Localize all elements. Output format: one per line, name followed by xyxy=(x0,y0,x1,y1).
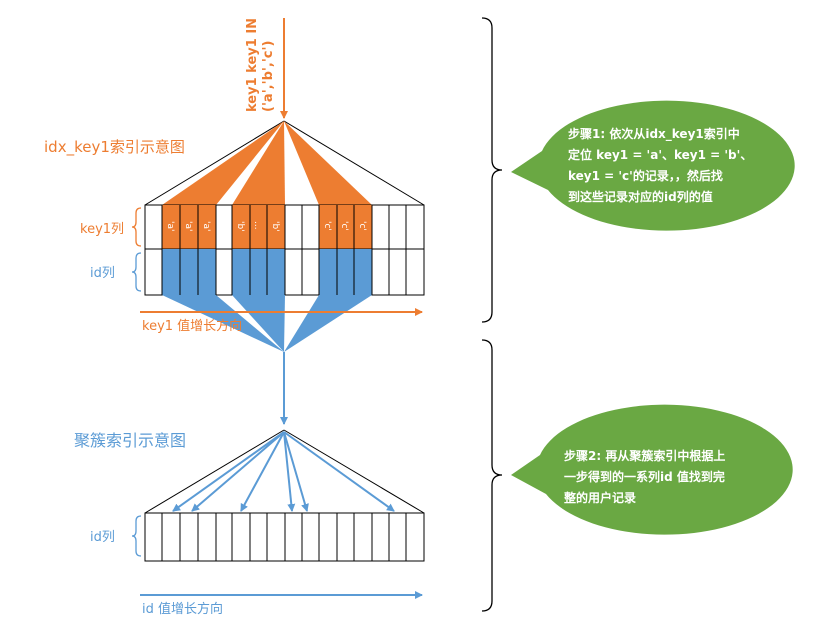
key1-cell-b2 xyxy=(250,205,267,249)
key1-value-5: ... xyxy=(252,221,262,230)
step1-line2: 定位 key1 = 'a'、key1 = 'b'、 xyxy=(568,147,752,162)
query-text-line1: key1 key1 IN xyxy=(245,18,260,112)
key1-cell-c3 xyxy=(354,205,372,249)
step1-line4: 到这些记录对应的id列的值 xyxy=(568,189,713,204)
id-column-label-bottom: id列 xyxy=(90,530,115,545)
key1-cell-a1 xyxy=(162,205,180,249)
funnel-a xyxy=(162,295,284,352)
clustered-edge-left xyxy=(144,429,285,514)
step2-line1: 步骤2: 再从聚簇索引中根据上 xyxy=(564,448,725,463)
clustered-index-title: 聚簇索引示意图 xyxy=(74,431,186,450)
key1-value-6: 'b' xyxy=(270,221,280,232)
step2-bubble xyxy=(511,404,793,535)
key1-cell-a3 xyxy=(198,205,216,249)
id-row-clustered xyxy=(144,512,425,562)
fan-c xyxy=(284,121,372,205)
step1-brace xyxy=(481,17,503,323)
fan-b xyxy=(232,121,285,205)
key1-row xyxy=(144,204,425,250)
tree-edge-left xyxy=(144,120,285,206)
id-growth-label: id 值增长方向 xyxy=(142,601,223,617)
key1-cell-b1 xyxy=(232,205,250,249)
key1-column-label: key1列 xyxy=(80,222,124,237)
key1-cell-b3 xyxy=(267,205,285,249)
key1-value-7: 'c' xyxy=(322,221,332,231)
key1-cell-c1 xyxy=(319,205,337,249)
id-column-label-top: id列 xyxy=(90,266,115,281)
step2-brace xyxy=(481,339,503,612)
key1-cell-a2 xyxy=(180,205,198,249)
fan-a xyxy=(162,121,284,205)
key1-brace xyxy=(131,207,142,247)
step1-line1: 步骤1: 依次从idx_key1索引中 xyxy=(568,126,740,142)
id-brace-bottom xyxy=(131,515,142,557)
id-row-secondary xyxy=(144,248,425,296)
step2-line2: 一步得到的一系列id 值找到完 xyxy=(564,469,725,484)
key1-value-9: 'c' xyxy=(357,221,367,231)
tree-edge-right xyxy=(283,120,425,206)
key1-value-8: 'c' xyxy=(339,221,349,231)
funnel-b xyxy=(232,295,285,352)
key1-value-3: 'a' xyxy=(201,221,211,231)
clustered-edge-right xyxy=(283,429,425,514)
secondary-index-title: idx_key1索引示意图 xyxy=(44,138,185,157)
key1-value-4: 'b' xyxy=(235,221,245,232)
step2-line3: 整的用户记录 xyxy=(563,490,636,505)
key1-cell-c2 xyxy=(337,205,354,249)
key1-value-2: 'a' xyxy=(183,221,193,231)
query-text-line2: ('a','b','c') xyxy=(261,41,276,112)
step1-bubble xyxy=(511,100,795,231)
lookup-arrows xyxy=(172,431,395,512)
key1-value-1: 'a' xyxy=(165,221,175,231)
step1-line3: key1 = 'c'的记录，，然后找 xyxy=(568,168,723,183)
key1-growth-label: key1 值增长方向 xyxy=(142,318,242,334)
funnel-c xyxy=(284,295,372,352)
id-brace-top xyxy=(131,252,142,292)
